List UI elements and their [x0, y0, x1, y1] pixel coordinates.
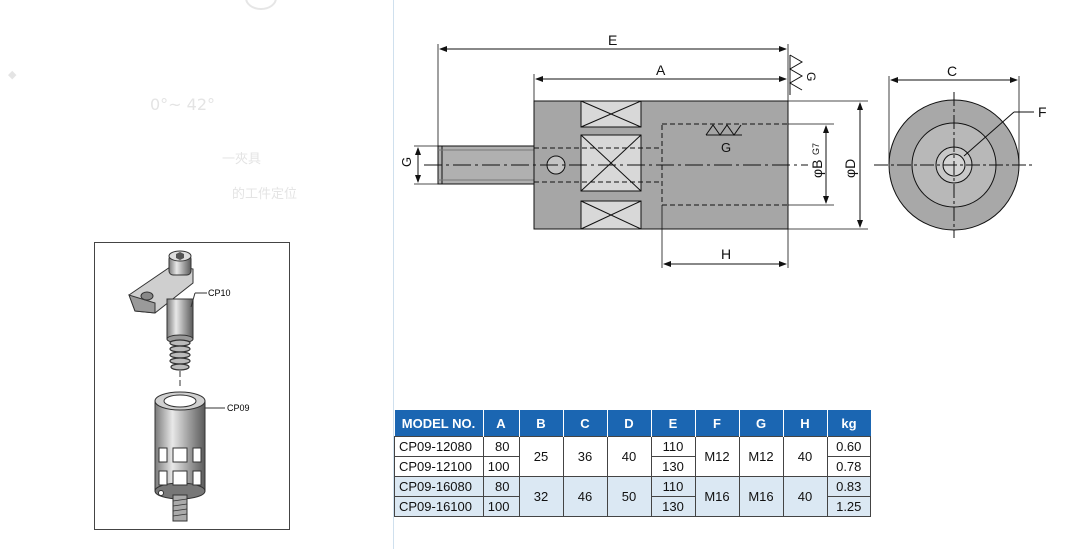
header-b: B — [519, 410, 564, 437]
table-row: CP09-12100 100 130 0.78 — [394, 456, 871, 477]
label-cp09: CP09 — [227, 403, 250, 413]
dim-g-thread: G — [721, 140, 731, 155]
cp10-part — [128, 250, 194, 389]
cp09-part — [154, 391, 206, 522]
dim-e: E — [608, 32, 617, 48]
cell-d: 50 — [606, 476, 652, 517]
cell-model: CP09-16100 — [394, 496, 484, 517]
cell-h: 40 — [782, 436, 828, 477]
cell-g: M12 — [738, 436, 784, 477]
label-cp10: CP10 — [208, 288, 231, 298]
header-h: H — [783, 410, 828, 437]
header-d: D — [607, 410, 652, 437]
cell-b: 25 — [518, 436, 564, 477]
table-header-row: MODEL NO. A B C D E F G H kg — [394, 410, 871, 437]
assembly-drawing: CP10 CP09 — [128, 250, 250, 522]
header-e: E — [651, 410, 696, 437]
cell-kg: 0.78 — [826, 456, 871, 477]
column-divider — [393, 0, 394, 549]
cell-f: M12 — [694, 436, 740, 477]
spec-table: MODEL NO. A B C D E F G H kg CP09-12080 … — [394, 410, 871, 517]
faint-angle-text: 0°~ 42° — [150, 95, 216, 114]
technical-drawing: G E A G G φB G7 φD H — [394, 0, 1078, 300]
cell-kg: 1.25 — [826, 496, 871, 517]
cell-e: 130 — [650, 496, 696, 517]
faint-background-shape — [245, 0, 277, 10]
cell-e: 110 — [650, 436, 696, 457]
dim-d: φD — [842, 159, 858, 178]
dim-c: C — [947, 63, 957, 79]
cell-kg: 0.60 — [826, 436, 871, 457]
cell-a: 100 — [482, 456, 520, 477]
dim-b-tolerance: G7 — [811, 143, 821, 155]
dim-b: φB — [809, 160, 825, 178]
dim-a: A — [656, 62, 666, 78]
faint-marker: ◆ — [8, 68, 17, 81]
cell-b: 32 — [518, 476, 564, 517]
dimension-drawing: G E A G G φB G7 φD H — [399, 32, 1047, 268]
faint-text-line2: 的工件定位 — [232, 187, 298, 202]
assembly-illustration: CP10 CP09 — [94, 242, 290, 530]
header-g: G — [739, 410, 784, 437]
cell-e: 110 — [650, 476, 696, 497]
header-a: A — [483, 410, 520, 437]
cell-e: 130 — [650, 456, 696, 477]
header-kg: kg — [827, 410, 871, 437]
cell-h: 40 — [782, 476, 828, 517]
faint-text-line1: 一夾具 — [222, 152, 262, 167]
dim-g-left: G — [399, 157, 414, 167]
header-f: F — [695, 410, 740, 437]
cell-c: 46 — [562, 476, 608, 517]
cell-f: M16 — [694, 476, 740, 517]
dim-f: F — [1038, 104, 1047, 120]
table-row: CP09-16100 100 130 1.25 — [394, 496, 871, 517]
dim-h: H — [721, 246, 731, 262]
cell-kg: 0.83 — [826, 476, 871, 497]
table-row: CP09-12080 80 25 36 40 110 M12 M12 40 0.… — [394, 436, 871, 477]
cell-d: 40 — [606, 436, 652, 477]
dim-g-symbol: G — [804, 72, 818, 81]
cell-model: CP09-12080 — [394, 436, 484, 457]
cell-c: 36 — [562, 436, 608, 477]
cell-a: 80 — [482, 476, 520, 497]
header-c: C — [563, 410, 608, 437]
cell-model: CP09-16080 — [394, 476, 484, 497]
table-row: CP09-16080 80 32 46 50 110 M16 M16 40 0.… — [394, 476, 871, 517]
cell-a: 80 — [482, 436, 520, 457]
header-model: MODEL NO. — [394, 410, 484, 437]
cell-g: M16 — [738, 476, 784, 517]
cell-a: 100 — [482, 496, 520, 517]
cell-model: CP09-12100 — [394, 456, 484, 477]
